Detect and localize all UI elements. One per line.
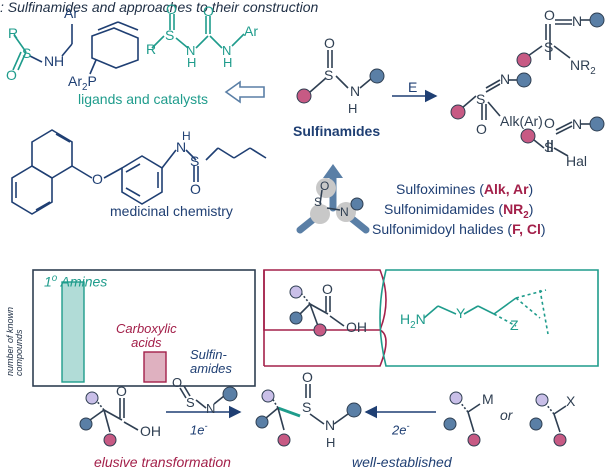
acid-structure [299,293,345,327]
organometallic-reagent [459,401,481,433]
atom-h2n: H2N [400,311,426,331]
atom-h-med: H [182,129,191,143]
atom-y: Y [456,305,466,321]
ligands-label: ligands and catalysts [78,91,208,107]
atom-h-prod: H [326,435,336,450]
sulfonimidoyl-halide-product [533,121,590,157]
bottom-acid [89,398,139,433]
atom-o-sam: O [544,7,555,23]
class-sulfonimidoyl-halides: Sulfonimidoyl halides (F, Cl) [372,221,546,237]
atom-nh-h: H [54,53,65,69]
open-arrow-left [224,80,265,104]
bar-carboxylic-acids [143,351,167,383]
atom-s2: S [165,27,175,43]
acid-panel-frame [263,269,387,331]
atom-x: X [566,393,576,409]
class-sulfoximines: Sulfoximines (Alk, Ar) [396,181,534,197]
bar-chart-frame [32,269,256,387]
atom-n-med: N [176,139,187,155]
atom-s-prod: S [302,399,312,415]
electrophile-label: E [408,79,418,95]
atom-n-sox: N [500,71,511,87]
atom-h-center: H [348,101,358,116]
atom-n-sam: N [572,13,583,29]
atom-o-ether: O [92,171,103,187]
atom-oh-b1: OH [140,423,161,439]
substituent-steel [369,68,385,84]
class-sulfonimidamides: Sulfonimidamides (NR2) [384,201,534,221]
halide-reagent [545,403,567,433]
atom-n-motif: N [340,205,349,219]
bar-group [61,281,167,383]
elusive-label: elusive transformation [94,454,231,470]
atom-n-reagent: N [206,401,216,416]
atom-n2: N [186,43,196,58]
or-label: or [500,407,513,423]
sulfonimidamide-product [527,19,590,60]
atom-o-prod: O [302,369,313,385]
atom-s-center: S [324,67,334,83]
atom-o-reagent: O [172,375,183,390]
atom-n-center: N [350,83,361,99]
atom-s-reagent: S [186,395,195,410]
atom-m: M [482,391,494,407]
atom-r2: R [146,41,157,57]
atom-o-sh: O [544,115,555,131]
atom-o3: O [203,3,214,19]
sulfinamides-label: Sulfinamides [293,123,381,139]
atom-n-sh: N [572,116,583,132]
atom-n-prod: N [325,417,336,433]
atom-o2: O [166,1,177,17]
atom-s-motif: S [314,195,323,209]
central-sulfinamide [309,50,373,93]
atom-hal: Hal [566,153,588,169]
ligand-structure-1 [12,21,139,75]
medchem-label: medicinal chemistry [110,203,233,219]
sulfinamides-bar-label: Sulfin-amides [190,347,232,377]
atom-o-motif: O [320,179,330,193]
substituent-pink [296,88,312,104]
atom-nr2: NR2 [570,57,596,77]
atom-s-med: S [190,153,200,169]
atom-nh: N [44,53,55,69]
atom-s: S [22,45,32,61]
amines-label: 1o Amines [44,273,108,290]
atom-o-b1: O [116,383,127,399]
atom-o-acid: O [322,281,333,297]
atom-o: O [6,67,17,83]
atom-r: R [8,25,19,41]
figure-caption: : Sulfinamides and approaches to their c… [0,0,319,15]
established-label: well-established [352,454,452,470]
one-electron-label: 1e- [190,421,208,438]
ligand-structure-2 [151,14,245,49]
atom-ar2p: Ar2P [68,73,97,93]
amine-panel-frame [379,269,599,367]
two-electron-label: 2e- [392,421,410,438]
atom-o-sox: O [476,121,487,137]
convergence-motif [296,164,370,234]
atom-h2: H [187,55,197,70]
sulfinylamine-reagent [179,385,225,409]
sulfoximine-product [461,79,518,120]
atom-oh-acid: OH [346,319,367,335]
atom-h3: H [223,55,233,70]
atom-o-med: O [190,181,201,197]
atom-alkar: Alk(Ar) [500,113,543,129]
bar-amines [61,281,85,383]
atom-ar3: Ar [244,23,258,39]
atom-n3: N [222,43,232,58]
amine-structure [423,289,549,335]
atom-s-sox: S [476,91,486,107]
atom-s-sh: S [544,139,554,155]
atom-o-center: O [324,35,335,51]
atom-ar: Ar [64,5,78,21]
atom-z: Z [510,317,519,333]
medchem-structure [11,129,267,215]
atom-s-sam: S [544,39,554,55]
